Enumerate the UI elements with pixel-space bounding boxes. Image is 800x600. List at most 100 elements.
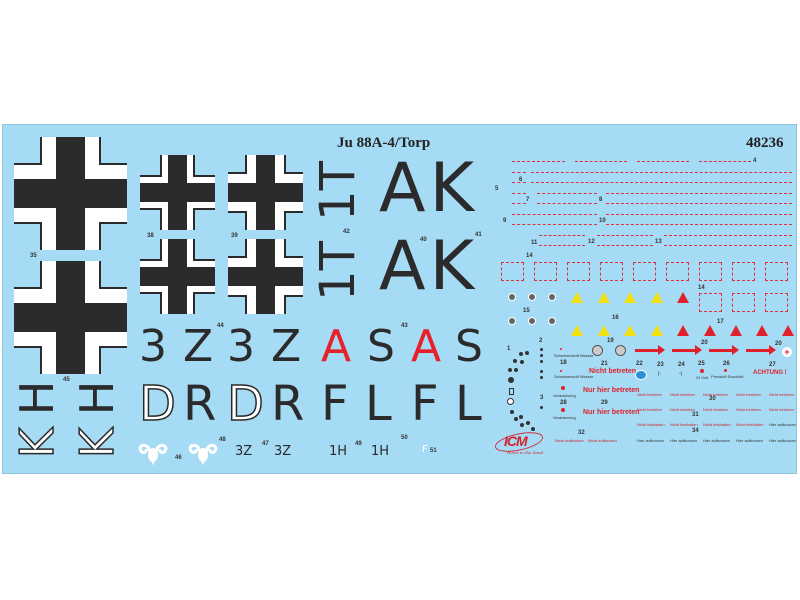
stencil-small: Hier aufbocken [670, 438, 697, 443]
filler-cap-icon [508, 317, 516, 325]
icm-logo: ICM Holes in the Sand [493, 430, 545, 458]
stencil-small: Nicht festhalten [703, 422, 731, 427]
stencil-verankerung: Verankerung [553, 393, 576, 398]
label-2: 2 [539, 338, 543, 344]
fuel-triangle-yellow-icon [598, 292, 610, 303]
label-23: 22 [636, 361, 643, 367]
code-K-rotated-white: K [69, 427, 125, 459]
stencil-small: Nicht aufbocken [588, 438, 617, 443]
stencil-small: Nicht betreten [769, 407, 794, 412]
filler-cap-icon [548, 293, 556, 301]
label-9: 9 [503, 218, 507, 224]
stencil-small: Nicht betreten [736, 392, 761, 397]
dashed-box [633, 262, 656, 281]
fuel-triangle-yellow-icon [571, 325, 583, 336]
red-cross-icon: + [782, 347, 792, 357]
filler-cap-icon [508, 293, 516, 301]
balkenkreuz-small-icon [140, 239, 215, 314]
arrow-right-icon [672, 345, 702, 355]
code-A-red: A [321, 321, 352, 372]
code-AK: AK [379, 227, 479, 306]
label-17: 17 [717, 319, 724, 325]
filler-cap-icon [548, 317, 556, 325]
label-35: 35 [30, 253, 37, 259]
label-51: 51 [430, 448, 437, 454]
aircraft-title: Ju 88A-4/Torp [337, 135, 431, 151]
stencil-small: Nicht betreten [637, 392, 662, 397]
stencil-small: Hier aufbocken [769, 422, 796, 427]
code-3Z-small: 3Z [274, 444, 292, 459]
label-7: 7 [526, 197, 530, 203]
code-1H-small: 1H [329, 444, 348, 459]
stencil-small: Hier aufbocken [637, 438, 664, 443]
code-H-rotated: H [70, 380, 124, 416]
stencil-small: Nicht festhalten [736, 422, 764, 427]
catalog-number: 48236 [746, 135, 784, 151]
label-14b: 14 [698, 285, 705, 291]
label-5: 5 [495, 186, 499, 192]
code-K-rotated-white: K [9, 427, 65, 459]
dashed-box [666, 262, 689, 281]
stencil-schwimmer: Schwimmstoff Wasser [554, 374, 594, 379]
stencil-achtung: ACHTUNG ! [753, 370, 787, 376]
code-3: 3 [139, 321, 167, 372]
fuel-triangle-red-icon [782, 325, 794, 336]
label-14: 14 [526, 253, 533, 259]
code-F: F [411, 376, 439, 432]
balkenkreuz-small-icon [228, 239, 303, 314]
label-16: 16 [612, 315, 619, 321]
label-18: 18 [560, 360, 567, 366]
arrow-right-icon [709, 345, 739, 355]
stencil-small: Nicht aufbocken [555, 438, 584, 443]
dashed-box [501, 262, 524, 281]
code-R: R [271, 376, 305, 432]
stencil-small: Hier aufbocken [769, 438, 796, 443]
label-45: 45 [63, 377, 70, 383]
fuel-triangle-red-icon [730, 325, 742, 336]
icm-brand: ICM [504, 433, 528, 449]
label-39: 39 [231, 233, 238, 239]
stencil-nur-hier-betreten: Nur hier betreten [583, 387, 640, 394]
balkenkreuz-large-icon [14, 261, 127, 374]
stencil-small: Nicht betreten [703, 407, 728, 412]
dashed-box [765, 262, 788, 281]
label-6: 6 [519, 177, 523, 183]
label-26: 25 [698, 361, 705, 367]
label-1: 1 [507, 346, 511, 352]
stencil-schwimmer: Schwimmstoff Wasser [554, 353, 594, 358]
fuel-triangle-red-icon [756, 325, 768, 336]
balkenkreuz-small-icon [228, 155, 303, 230]
label-12: 12 [588, 239, 595, 245]
filler-cap-icon [528, 293, 536, 301]
dashed-box [567, 262, 590, 281]
dashed-box [600, 262, 623, 281]
gauge-icon [592, 345, 603, 356]
label-29: 28 [560, 400, 567, 406]
code-S: S [455, 321, 483, 372]
label-25: 24 [678, 362, 685, 368]
stencil-small: Nicht festhalten [637, 422, 665, 427]
arrow-right-icon [746, 345, 776, 355]
dashed-box [534, 262, 557, 281]
fuel-triangle-yellow-icon [624, 292, 636, 303]
filler-cap-icon [528, 317, 536, 325]
label-32: 31 [692, 412, 699, 418]
code-H-rotated: H [10, 380, 64, 416]
label-47: 47 [262, 441, 269, 447]
stencil-small: Nicht betreten [670, 392, 695, 397]
label-43: 43 [401, 323, 408, 329]
stencil-pressluft: Pressluft Druckluft [711, 374, 744, 379]
code-D-white: D [226, 376, 264, 432]
stencil-small: Nicht betreten [670, 407, 695, 412]
label-31: 30 [709, 396, 716, 402]
balkenkreuz-small-icon [140, 155, 215, 230]
arrow-right-icon [635, 345, 665, 355]
label-21: 20 [775, 341, 782, 347]
decal-sheet: Ju 88A-4/Torp 48236 35 38 [2, 124, 797, 474]
fuel-triangle-red-icon [704, 325, 716, 336]
label-40: 40 [420, 237, 427, 243]
stencil-small: Nicht betreten [703, 392, 728, 397]
label-3: 3 [540, 395, 544, 401]
stencil-nicht-betreten: Nicht betreten [589, 368, 637, 375]
label-22: 21 [601, 361, 608, 367]
